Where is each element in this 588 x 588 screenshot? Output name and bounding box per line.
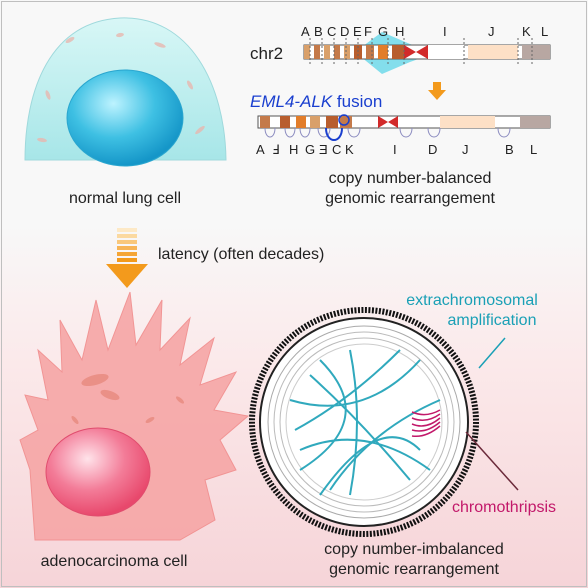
rearranged-letter-a: A (256, 142, 265, 157)
segment-letter-b: B (314, 24, 323, 39)
chr2-label: chr2 (250, 44, 284, 63)
rearranged-letter-b: B (505, 142, 514, 157)
adenocarcinoma-cell-label: adenocarcinoma cell (40, 553, 188, 570)
rearranged-letter-l: L (530, 142, 538, 157)
latency-label: latency (often decades) (158, 246, 325, 263)
rearrangement-arrow (428, 82, 446, 100)
extrachromosomal-line1: extrachromosomal (406, 292, 538, 309)
normal-cell-nucleus (66, 69, 184, 167)
segment-letter-e: E (353, 24, 362, 39)
segment-letter-j: J (488, 24, 495, 39)
segment-letter-f: F (364, 24, 372, 39)
latency-arrow (106, 228, 148, 288)
segment-letter-g: G (378, 24, 389, 39)
segment-letter-h: H (395, 24, 405, 39)
segment-letter-i: I (443, 24, 447, 39)
rearranged-letter-i: I (393, 142, 397, 157)
imbalanced-caption-line2: genomic rearrangement (329, 561, 499, 578)
rearranged-chromosome (257, 114, 551, 141)
rearranged-letter-d: D (428, 142, 438, 157)
rearranged-letter-g: G (305, 142, 316, 157)
fusion-gene-name: EML4-ALK (250, 92, 333, 111)
rearranged-letter-e: Ǝ (319, 142, 328, 157)
balanced-caption-line2: genomic rearrangement (325, 190, 495, 207)
chr2-chromosome (303, 32, 551, 74)
segment-letter-d: D (340, 24, 350, 39)
normal-cell-label: normal lung cell (68, 190, 182, 207)
rearranged-letter-h: H (289, 142, 299, 157)
rearranged-letter-j: J (462, 142, 469, 157)
adenocarcinoma-cell (19, 291, 250, 541)
chromothripsis-label: chromothripsis (452, 499, 557, 516)
extrachromosomal-line2: amplification (447, 312, 537, 329)
rearranged-letter-k: K (345, 142, 354, 157)
imbalanced-caption-line1: copy number-imbalanced (324, 541, 504, 558)
balanced-caption-line1: copy number-balanced (328, 170, 492, 187)
normal-lung-cell (24, 17, 227, 167)
cancer-cell-nucleus (45, 427, 151, 517)
segment-letter-k: K (522, 24, 531, 39)
segment-letter-c: C (327, 24, 337, 39)
circos-plot (249, 307, 519, 537)
fusion-label: EML4-ALK fusion (250, 92, 382, 112)
rearranged-letter-c: C (332, 142, 342, 157)
segment-letter-a: A (301, 24, 310, 39)
segment-letter-l: L (541, 24, 549, 39)
fusion-suffix: fusion (332, 92, 383, 111)
rearranged-letter-f: Ⅎ (272, 142, 280, 157)
